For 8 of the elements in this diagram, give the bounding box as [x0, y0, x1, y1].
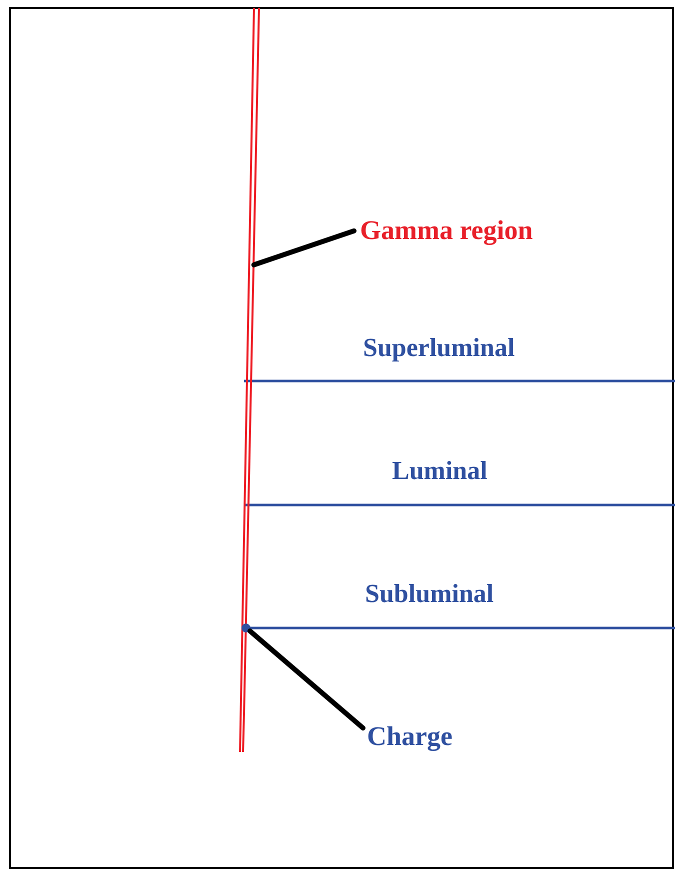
- leader-line: [251, 228, 356, 268]
- double-line: [236, 8, 262, 754]
- line-label: Superluminal: [363, 334, 515, 363]
- leader-line: [248, 628, 366, 730]
- node-label: Gamma region: [360, 216, 533, 246]
- line-label: Luminal: [392, 457, 488, 486]
- line-label: Subluminal: [365, 580, 494, 609]
- node-label: Charge: [367, 722, 452, 752]
